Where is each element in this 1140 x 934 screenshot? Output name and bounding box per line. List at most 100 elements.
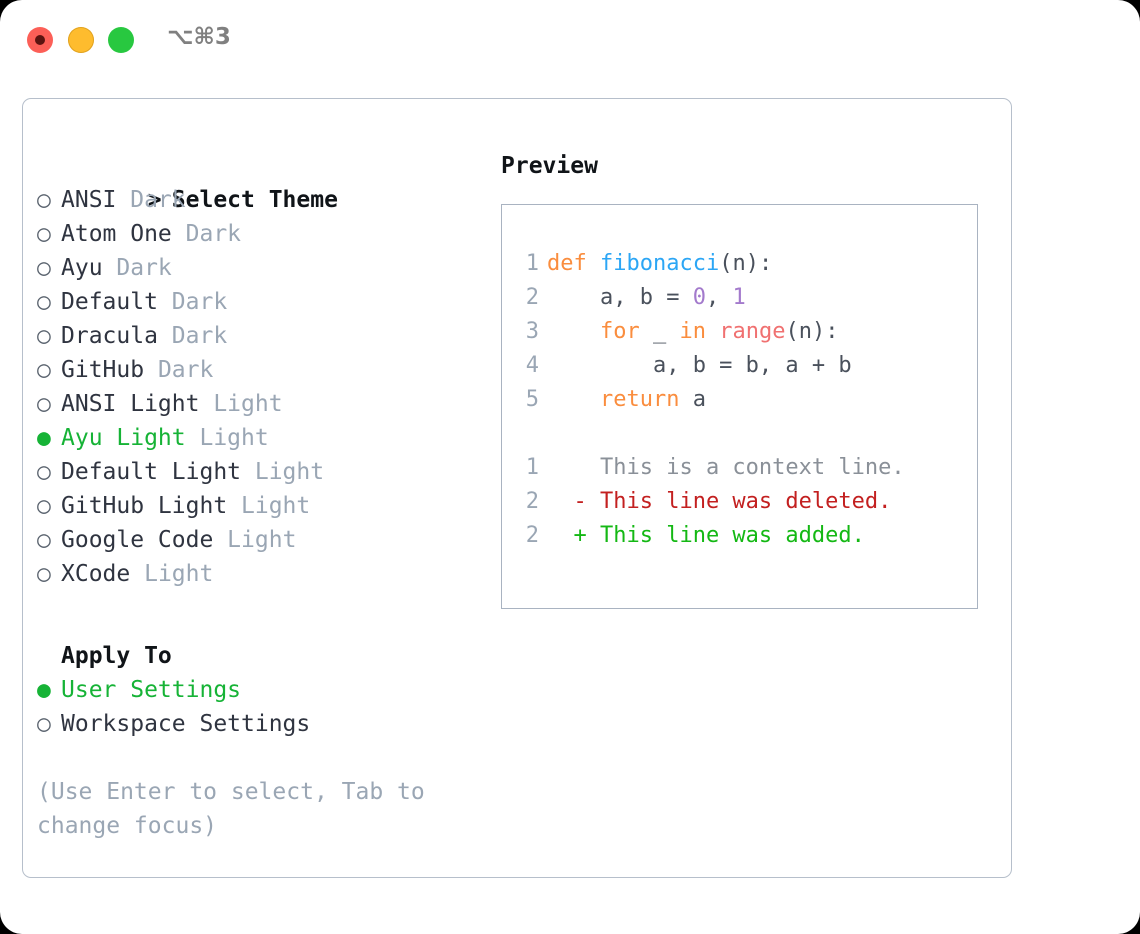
- radio-unselected-icon: ○: [37, 391, 51, 417]
- theme-list-item[interactable]: ○ Atom One Dark: [37, 217, 477, 251]
- code-token: [547, 387, 600, 412]
- theme-variant-label: Light: [130, 561, 214, 587]
- radio-unselected-icon: ○: [37, 357, 51, 383]
- theme-list: ○ANSI Dark○Atom One Dark○Ayu Dark○Defaul…: [37, 183, 477, 591]
- theme-variant-label: Dark: [144, 357, 214, 383]
- theme-list-item[interactable]: ○ GitHub Dark: [37, 353, 477, 387]
- keyboard-shortcut-label: ⌥⌘3: [167, 24, 231, 50]
- radio-unselected-icon: ○: [37, 255, 51, 281]
- theme-name-label: GitHub Light: [61, 493, 228, 519]
- code-token: range: [719, 319, 786, 344]
- radio-unselected-icon: ○: [37, 527, 51, 553]
- theme-name-label: ANSI Light: [61, 391, 200, 417]
- theme-variant-label: Dark: [171, 221, 242, 247]
- code-token: for: [599, 319, 640, 344]
- code-line-number: 1: [525, 251, 539, 276]
- theme-name-label: XCode: [61, 561, 131, 587]
- theme-list-item[interactable]: ○ GitHub Light Light: [37, 489, 477, 523]
- code-line: 4 a, b = b, a + b: [517, 349, 971, 383]
- diff-line: 1 This is a context line.: [517, 451, 971, 485]
- theme-variant-label: Light: [241, 459, 325, 485]
- theme-variant-label: Light: [185, 425, 269, 451]
- theme-name-label: Default Light: [61, 459, 242, 485]
- theme-variant-label: Light: [213, 527, 297, 553]
- code-token: (n):: [719, 251, 773, 276]
- theme-list-item[interactable]: ○ Default Light Light: [37, 455, 477, 489]
- close-button-icon[interactable]: [27, 27, 53, 53]
- diff-line-number: 1: [525, 455, 539, 480]
- diff-text: This is a context line.: [547, 455, 905, 480]
- code-token: a, b = b, a + b: [547, 353, 852, 378]
- apply-to-item[interactable]: ●User Settings: [37, 673, 477, 707]
- code-line-number: 2: [525, 285, 539, 310]
- radio-selected-icon: ●: [37, 677, 51, 703]
- diff-text: + This line was added.: [547, 523, 865, 548]
- diff-lines: 1 This is a context line.2 - This line w…: [517, 451, 971, 553]
- code-line: 3 for _ in range(n):: [517, 315, 971, 349]
- code-line-number: 4: [525, 353, 539, 378]
- code-token: fibonacci: [600, 251, 720, 276]
- theme-name-label: Dracula: [61, 323, 158, 349]
- theme-selector-column: >Select Theme ○ANSI Dark○Atom One Dark○A…: [37, 149, 477, 843]
- diff-line: 2 - This line was deleted.: [517, 485, 971, 519]
- code-token: _: [639, 319, 680, 344]
- theme-list-item[interactable]: ○ XCode Light: [37, 557, 477, 591]
- section-spacer: [37, 591, 477, 639]
- theme-list-item[interactable]: ○Dracula Dark: [37, 319, 477, 353]
- radio-unselected-icon: ○: [37, 493, 51, 519]
- radio-unselected-icon: ○: [37, 289, 51, 315]
- diff-text: - This line was deleted.: [547, 489, 892, 514]
- theme-variant-label: Dark: [157, 323, 228, 349]
- theme-name-label: Atom One: [61, 221, 172, 247]
- radio-unselected-icon: ○: [37, 187, 51, 213]
- code-token: 1: [732, 285, 746, 310]
- preview-heading: Preview: [501, 153, 598, 179]
- radio-unselected-icon: ○: [37, 459, 51, 485]
- theme-name-label: Default: [61, 289, 158, 315]
- theme-list-item[interactable]: ○ Google Code Light: [37, 523, 477, 557]
- code-token: [587, 251, 600, 276]
- code-token: return: [599, 387, 680, 412]
- theme-name-label: Google Code: [61, 527, 214, 553]
- radio-unselected-icon: ○: [37, 561, 51, 587]
- select-theme-heading-label: Select Theme: [171, 187, 338, 213]
- maximize-button-icon[interactable]: [108, 27, 134, 53]
- theme-name-label: Ayu Light: [61, 425, 186, 451]
- code-line-number: 3: [525, 319, 539, 344]
- radio-unselected-icon: ○: [37, 221, 51, 247]
- theme-variant-label: Dark: [102, 255, 172, 281]
- theme-variant-label: Light: [227, 493, 311, 519]
- theme-list-item[interactable]: ●Ayu Light Light: [37, 421, 477, 455]
- code-token: (n):: [785, 319, 839, 344]
- code-line: 1 def fibonacci(n):: [517, 247, 971, 281]
- caret-icon: >: [147, 187, 162, 213]
- theme-list-item[interactable]: ○ANSI Dark: [37, 183, 477, 217]
- select-theme-heading: > Select Theme: [37, 149, 477, 213]
- theme-list-item[interactable]: ○Ayu Dark: [37, 251, 477, 285]
- theme-list-item[interactable]: ○Default Dark: [37, 285, 477, 319]
- apply-to-label: Workspace Settings: [61, 711, 311, 737]
- radio-unselected-icon: ○: [37, 711, 51, 737]
- minimize-button-icon[interactable]: [68, 27, 94, 53]
- code-token: ,: [705, 285, 733, 310]
- main-panel: >Select Theme ○ANSI Dark○Atom One Dark○A…: [22, 98, 1012, 878]
- theme-variant-label: Light: [199, 391, 283, 417]
- code-token: [547, 319, 600, 344]
- code-line-number: 5: [525, 387, 539, 412]
- apply-to-list: ●User Settings ○ Workspace Settings: [37, 673, 477, 741]
- keyboard-hint-text: (Use Enter to select, Tab to change focu…: [37, 779, 439, 839]
- code-token: a, b =: [547, 285, 693, 310]
- apply-to-item[interactable]: ○ Workspace Settings: [37, 707, 477, 741]
- code-token: def: [547, 251, 587, 276]
- code-line: 5 return a: [517, 383, 971, 417]
- theme-name-label: GitHub: [61, 357, 145, 383]
- code-token: a: [679, 387, 706, 412]
- theme-list-item[interactable]: ○ ANSI Light Light: [37, 387, 477, 421]
- diff-spacer: [517, 417, 971, 451]
- diff-line-number: 2: [525, 489, 539, 514]
